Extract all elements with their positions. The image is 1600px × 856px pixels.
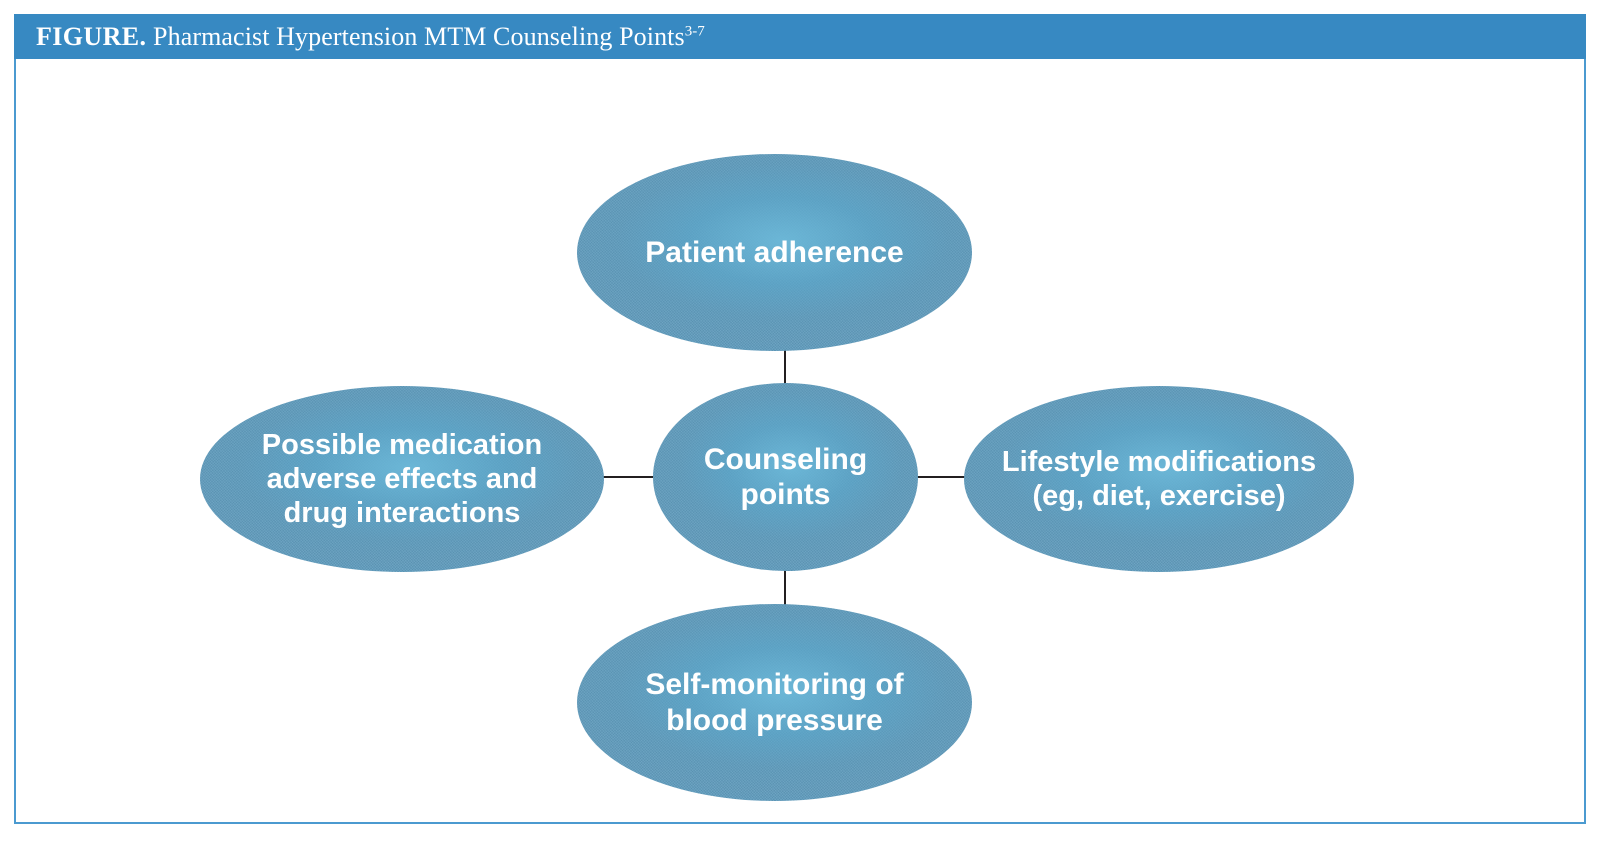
figure-body: Patient adherence Possible medication ad… bbox=[14, 59, 1586, 824]
node-lifestyle-modifications-label: Lifestyle modifications (eg, diet, exerc… bbox=[1001, 445, 1317, 512]
figure-reference-superscript: 3-7 bbox=[684, 22, 705, 39]
node-self-monitoring-blood-pressure[interactable]: Self-monitoring of blood pressure bbox=[577, 604, 972, 801]
connector-center-to-left bbox=[568, 476, 672, 478]
node-self-monitoring-blood-pressure-label: Self-monitoring of blood pressure bbox=[645, 668, 904, 737]
node-counseling-points[interactable]: Counseling points bbox=[653, 383, 918, 571]
node-patient-adherence-label: Patient adherence bbox=[645, 235, 904, 269]
connector-center-to-right bbox=[900, 476, 1004, 478]
node-possible-medication-adverse-effects-label: Possible medication adverse effects and … bbox=[261, 428, 543, 530]
counseling-points-diagram: Patient adherence Possible medication ad… bbox=[16, 59, 1584, 822]
figure-title: FIGURE. Pharmacist Hypertension MTM Coun… bbox=[36, 21, 705, 51]
connector-center-to-top bbox=[784, 331, 786, 389]
node-patient-adherence[interactable]: Patient adherence bbox=[577, 154, 972, 351]
figure-header-bar: FIGURE. Pharmacist Hypertension MTM Coun… bbox=[14, 14, 1586, 59]
node-lifestyle-modifications[interactable]: Lifestyle modifications (eg, diet, exerc… bbox=[964, 386, 1354, 572]
figure-title-text: Pharmacist Hypertension MTM Counseling P… bbox=[153, 21, 685, 51]
connector-center-to-bottom bbox=[784, 565, 786, 623]
node-counseling-points-label: Counseling points bbox=[703, 442, 868, 511]
figure-label: FIGURE. bbox=[36, 21, 147, 51]
figure-container: FIGURE. Pharmacist Hypertension MTM Coun… bbox=[14, 14, 1586, 824]
node-possible-medication-adverse-effects[interactable]: Possible medication adverse effects and … bbox=[200, 386, 604, 572]
